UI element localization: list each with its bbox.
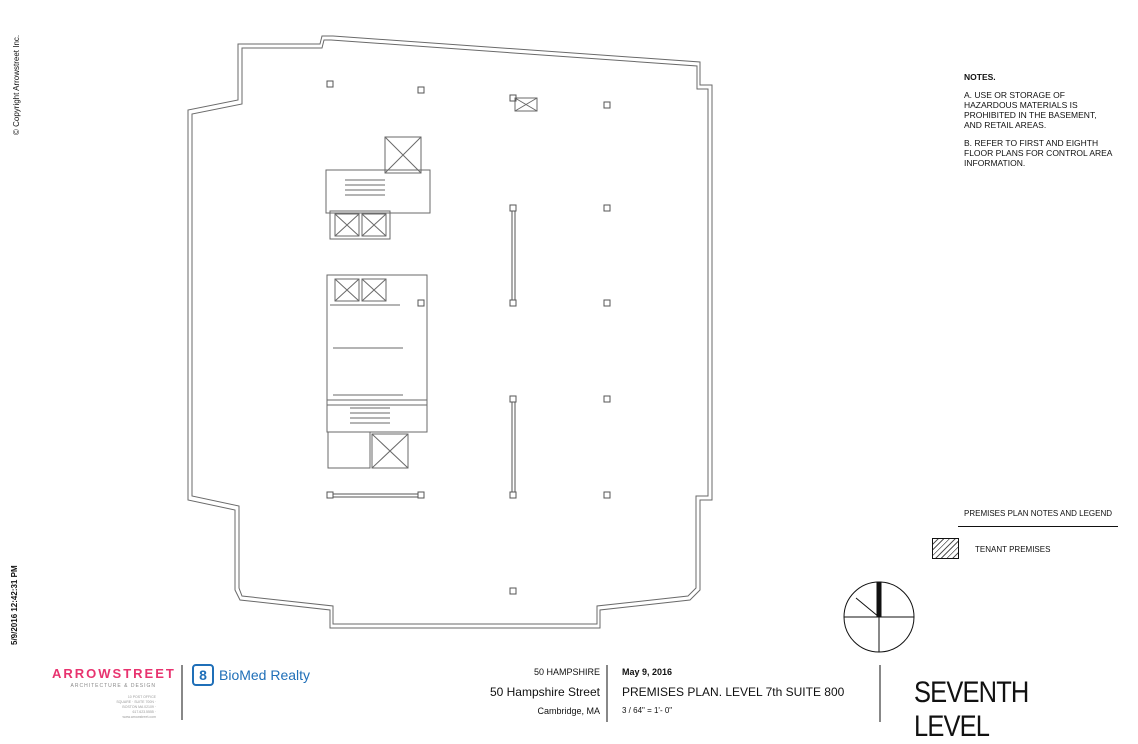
sheet-scale: 3 / 64" = 1'- 0" bbox=[622, 706, 673, 715]
core-north bbox=[325, 136, 431, 240]
legend-title: PREMISES PLAN NOTES AND LEGEND bbox=[964, 509, 1113, 518]
legend-divider bbox=[958, 526, 1118, 527]
biomed-mark-icon: 8 bbox=[192, 664, 214, 686]
notes-block: NOTES. A. USE OR STORAGE OF HAZARDOUS MA… bbox=[964, 72, 1114, 176]
floor-plan bbox=[181, 35, 915, 722]
columns bbox=[326, 80, 611, 595]
note-a: A. USE OR STORAGE OF HAZARDOUS MATERIALS… bbox=[964, 90, 1097, 130]
sheet-date: May 9, 2016 bbox=[622, 667, 673, 677]
building-outline-inner bbox=[191, 39, 709, 625]
north-arrow-icon bbox=[843, 581, 915, 653]
core-south bbox=[326, 97, 538, 469]
tenant-premises-hatch-swatch bbox=[932, 538, 959, 559]
title-block-dividers bbox=[181, 665, 881, 722]
project-street: 50 Hampshire Street bbox=[489, 685, 600, 699]
note-b: B. REFER TO FIRST AND EIGHTH FLOOR PLANS… bbox=[964, 138, 1112, 168]
arrowstreet-address: 10 POST OFFICE SQUARE · SUITE 700N · BOS… bbox=[116, 695, 156, 719]
level-title: SEVENTH LEVEL bbox=[914, 676, 1029, 743]
notes-title: NOTES. bbox=[964, 72, 996, 82]
sheet-title: PREMISES PLAN. LEVEL 7th SUITE 800 bbox=[622, 685, 845, 699]
biomed-logo: 8 BioMed Realty bbox=[192, 664, 310, 686]
legend-label: TENANT PREMISES bbox=[975, 545, 1051, 554]
arrowstreet-tagline: ARCHITECTURE & DESIGN bbox=[70, 683, 156, 689]
project-short: 50 HAMPSHIRE bbox=[533, 667, 600, 677]
arrowstreet-logo: ARROWSTREET ARCHITECTURE & DESIGN 10 POS… bbox=[52, 666, 176, 720]
project-city: Cambridge, MA bbox=[537, 706, 600, 716]
arrowstreet-wordmark: ARROWSTREET bbox=[52, 666, 176, 681]
building-outline bbox=[187, 35, 713, 629]
biomed-wordmark: BioMed Realty bbox=[219, 667, 311, 683]
